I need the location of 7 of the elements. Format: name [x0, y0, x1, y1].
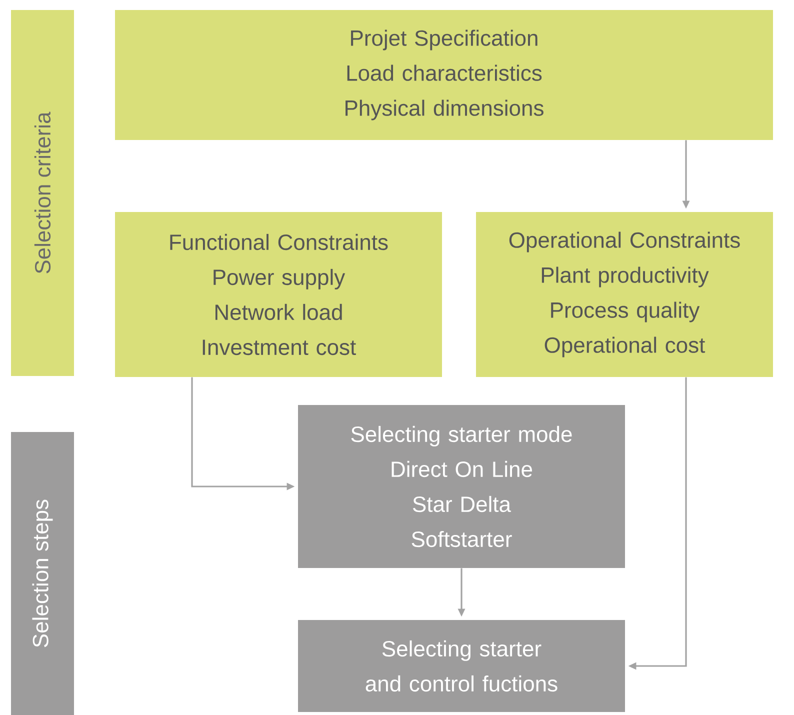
criteria-box: Operational Constraints Plant productivity Process quality Operational cost — [476, 212, 773, 377]
side-band: Selection steps — [11, 432, 74, 715]
criteria-box: Functional Constraints Power supply Network load Investment cost — [115, 212, 442, 377]
step-box: Selecting starter mode Direct On Line Star Delta Softstarter — [298, 405, 625, 568]
step-box: Selecting starter and control fuctions — [298, 620, 625, 712]
side-band: Selection criteria — [11, 10, 74, 376]
criteria-box: Projet Specification Load characteristics Physical dimensions — [115, 10, 773, 140]
